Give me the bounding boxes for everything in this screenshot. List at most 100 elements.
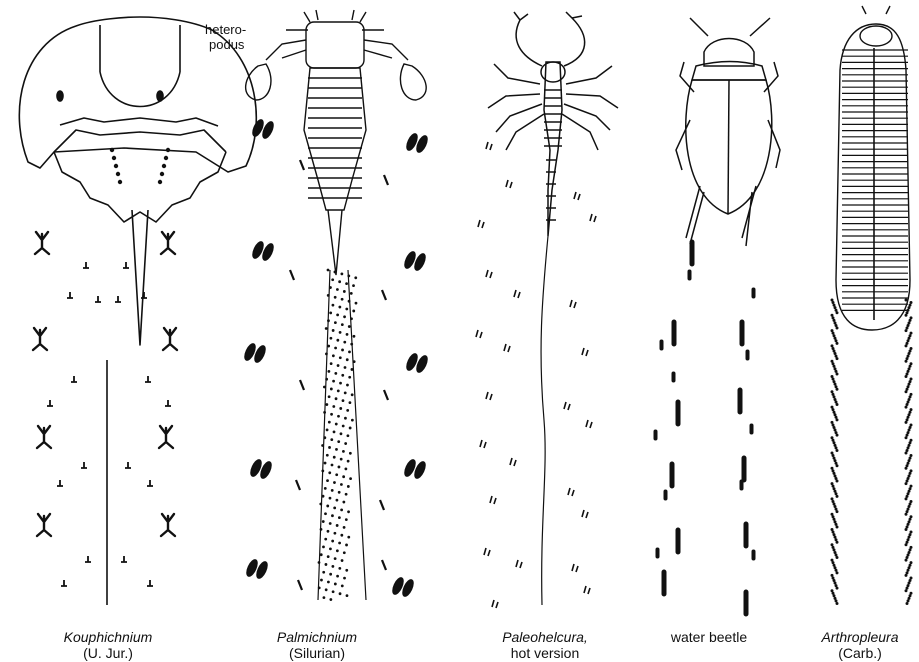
leg-dot <box>905 314 907 316</box>
dot <box>161 173 164 176</box>
stipple-dot <box>345 417 347 419</box>
stipple-dot <box>324 411 326 413</box>
stroke-print <box>676 528 680 554</box>
stipple-dot <box>337 575 339 577</box>
stipple-dot <box>324 488 326 490</box>
leg-dot <box>834 521 836 523</box>
stipple-dot <box>336 499 338 501</box>
stroke-print <box>744 522 748 548</box>
stipple-dot <box>346 308 348 310</box>
stipple-dot <box>325 589 327 591</box>
stipple-dot <box>339 567 341 569</box>
stipple-dot <box>345 468 347 470</box>
dot <box>163 165 166 168</box>
leg-dot <box>834 322 836 324</box>
leg-dot <box>907 600 909 602</box>
leg-dot <box>833 549 835 551</box>
leg-dot <box>908 368 910 370</box>
stipple-dot <box>333 406 335 408</box>
leg-dot <box>909 564 911 566</box>
stipple-dot <box>343 291 345 293</box>
stipple-dot <box>343 552 345 554</box>
stipple-dot <box>336 525 338 527</box>
stipple-dot <box>334 532 336 534</box>
leg-dot <box>906 480 908 482</box>
stipple-dot <box>345 443 347 445</box>
leg-dot <box>905 529 907 531</box>
leg-dot <box>836 342 838 344</box>
leg-dot <box>907 585 909 587</box>
leg-dot <box>834 582 836 584</box>
dash-print <box>752 288 755 298</box>
walking-print <box>115 296 121 302</box>
leg-dot <box>907 386 909 388</box>
leg-dot <box>835 462 837 464</box>
leg-dot <box>908 337 910 339</box>
stipple-dot <box>320 554 322 556</box>
leg-dot <box>834 337 836 339</box>
leg-dot <box>906 557 908 559</box>
leg-dot <box>909 503 911 505</box>
leg-dot <box>836 312 838 314</box>
leg-dot <box>908 398 910 400</box>
stipple-dot <box>346 544 348 546</box>
leg-dot <box>835 340 837 342</box>
stipple-dot <box>332 540 334 542</box>
stipple-dot <box>339 332 341 334</box>
leg-dot <box>835 508 837 510</box>
stipple-dot <box>344 577 346 579</box>
walking-print <box>145 376 151 382</box>
stipple-dot <box>339 593 341 595</box>
stipple-dot <box>334 558 336 560</box>
leg-dot <box>908 414 910 416</box>
stipple-dot <box>345 519 347 521</box>
stipple-dot <box>338 466 340 468</box>
leg-dot <box>833 381 835 383</box>
leg-dot <box>836 373 838 375</box>
leg-dot <box>908 460 910 462</box>
leg-dot <box>907 447 909 449</box>
stipple-dot <box>346 283 348 285</box>
caption-sub: (Silurian) <box>232 645 402 661</box>
leg-dot <box>905 559 907 561</box>
leg-dot <box>905 345 907 347</box>
leg-dot <box>907 554 909 556</box>
stipple-dot <box>332 304 334 306</box>
leg-dot <box>833 365 835 367</box>
leg-dot <box>905 391 907 393</box>
dash-print <box>656 548 659 558</box>
stipple-dot <box>334 322 336 324</box>
stipple-dot <box>327 294 329 296</box>
leg-dot <box>834 475 836 477</box>
leg-dot <box>910 592 912 594</box>
leg-dot <box>906 312 908 314</box>
leg-dot <box>836 511 838 513</box>
leg-dot <box>832 500 834 502</box>
stipple-dot <box>340 433 342 435</box>
stipple-dot <box>318 587 320 589</box>
leg-dot <box>906 404 908 406</box>
stipple-dot <box>326 378 328 380</box>
leg-dot <box>909 304 911 306</box>
leg-dot <box>833 335 835 337</box>
leg-dot <box>906 526 908 528</box>
stroke-print <box>670 462 674 488</box>
leg-dot <box>831 437 833 439</box>
leg-dot <box>910 516 912 518</box>
leg-dot <box>836 404 838 406</box>
leg-dot <box>909 396 911 398</box>
stipple-dot <box>334 583 336 585</box>
walking-print <box>81 462 87 468</box>
stipple-dot <box>341 585 343 587</box>
leg-dot <box>906 602 908 604</box>
leg-dot <box>832 546 834 548</box>
leg-dot <box>907 508 909 510</box>
foot-print <box>480 440 486 448</box>
leg-print <box>384 175 388 185</box>
walking-print <box>123 262 129 268</box>
leg-dot <box>905 421 907 423</box>
leg-dot <box>835 325 837 327</box>
leg-print <box>382 560 386 570</box>
stipple-dot <box>337 365 339 367</box>
leg-dot <box>832 592 834 594</box>
